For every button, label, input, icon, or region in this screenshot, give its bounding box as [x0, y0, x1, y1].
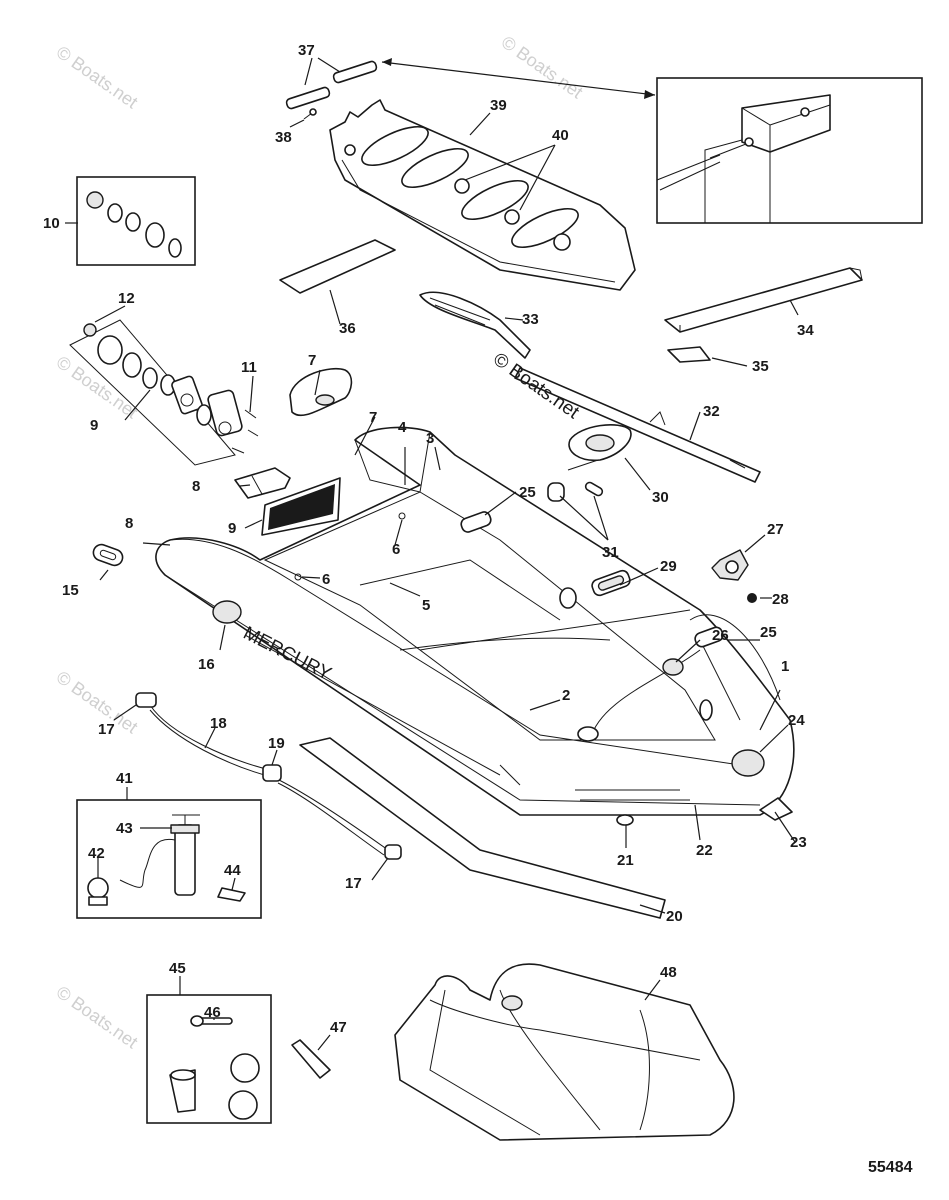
repair-kit-box: [146, 994, 272, 1124]
pump-kit-box: [76, 799, 262, 919]
callout: 7: [369, 409, 377, 426]
callout: 37: [298, 42, 315, 59]
callout: 4: [398, 419, 407, 436]
watermark: © Boats.net: [53, 42, 142, 112]
carry-bag: [394, 963, 735, 1141]
oar-shaft: [514, 367, 761, 483]
keel-strip: [299, 737, 666, 919]
callout: 5: [422, 597, 430, 614]
glue-tube: [291, 1039, 331, 1079]
callout: 32: [703, 403, 720, 420]
callout: 19: [268, 735, 285, 752]
callout: 43: [116, 820, 133, 837]
valve-cap-27: [711, 549, 749, 581]
callout: 11: [241, 359, 257, 376]
pins: [285, 60, 378, 120]
callout: 9: [90, 417, 98, 434]
callout: 23: [790, 834, 807, 851]
detail-inset: [656, 77, 923, 224]
callout: 31: [602, 544, 619, 561]
callout: 18: [210, 715, 227, 732]
callout: 41: [116, 770, 133, 787]
callout: 16: [198, 656, 215, 673]
callout: 25: [519, 484, 536, 501]
floor-board: [329, 99, 636, 291]
callout: 8: [125, 515, 133, 532]
callout: 10: [43, 215, 60, 232]
callout: 36: [339, 320, 356, 337]
callout: 17: [98, 721, 115, 738]
callout: 6: [322, 571, 330, 588]
callout: 22: [696, 842, 713, 859]
callout: 2: [562, 687, 570, 704]
bracket-35: [667, 346, 711, 363]
callout: 44: [224, 862, 241, 879]
callout: 27: [767, 521, 784, 538]
callout: 3: [426, 430, 434, 447]
callout: 46: [204, 1004, 221, 1021]
callout: 12: [118, 290, 135, 307]
valve-28: [747, 593, 757, 603]
callout: 39: [490, 97, 507, 114]
callout: 38: [275, 129, 292, 146]
center-watermark: © Boats.net: [489, 349, 583, 424]
callout: 42: [88, 845, 105, 862]
figure-number: 55484: [868, 1159, 913, 1176]
callout: 47: [330, 1019, 347, 1036]
callout: 9: [228, 520, 236, 537]
rope: [135, 692, 402, 860]
callout: 34: [797, 322, 814, 339]
strip-36: [279, 239, 396, 294]
callout: 48: [660, 964, 677, 981]
callout-labels: 37 38 39 40 10 12 9 11 7 7 4 3 8 9 8 6 6…: [43, 42, 814, 1036]
cap-31: [547, 482, 565, 502]
boat-hull: [155, 426, 795, 826]
arrow-line: [381, 61, 656, 96]
callout: 7: [308, 352, 316, 369]
callout: 21: [617, 852, 634, 869]
callout: 28: [772, 591, 789, 608]
callout: 20: [666, 908, 683, 925]
callout: 40: [552, 127, 569, 144]
seat-34: [664, 267, 863, 333]
callout: 26: [712, 627, 729, 644]
carry-handle: [289, 368, 353, 417]
callout: 25: [760, 624, 777, 641]
valve-kit-box: [76, 176, 196, 266]
callout: 30: [652, 489, 669, 506]
callout: 24: [788, 712, 805, 729]
watermark: © Boats.net: [53, 982, 142, 1052]
callout: 6: [392, 541, 400, 558]
callout: 15: [62, 582, 79, 599]
callout: 17: [345, 875, 362, 892]
callout: 45: [169, 960, 186, 977]
patch-10: [234, 467, 291, 499]
callout: 33: [522, 311, 539, 328]
callout: 29: [660, 558, 677, 575]
callout: 8: [192, 478, 200, 495]
watermark: © Boats.net: [498, 32, 587, 102]
valve-parts: [69, 319, 259, 466]
callout: 1: [781, 658, 789, 675]
oarlock-15: [92, 543, 124, 567]
callout: 35: [752, 358, 769, 375]
leader-lines: [65, 57, 799, 1051]
oar-blade: [419, 291, 531, 359]
